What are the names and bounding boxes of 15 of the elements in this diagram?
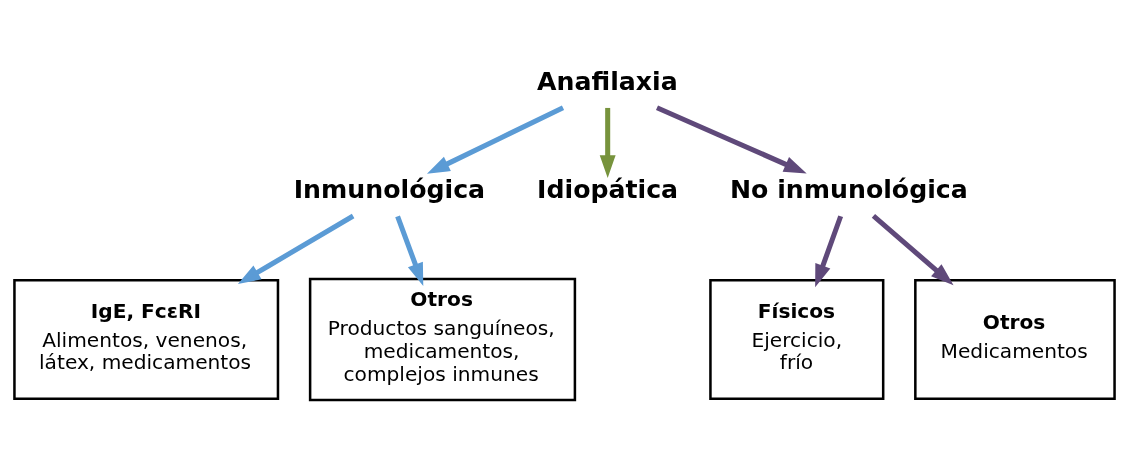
node-box: IgE, FcεRI Alimentos, venenos, látex, medicamentos <box>13 278 280 400</box>
node-text: Anafilaxia <box>537 66 678 96</box>
node-text: No inmunológica <box>729 174 968 204</box>
node-text: Inmunológica <box>293 174 486 204</box>
arrow <box>656 104 807 173</box>
arrow <box>237 213 355 284</box>
arrow <box>426 104 565 174</box>
node-box: Otros Productos sanguíneos, medicamentos, complejos inmunes <box>308 277 577 401</box>
node-box: Físicos Ejercicio, frío <box>709 278 885 400</box>
node-text: Idiopática <box>537 174 679 204</box>
arrow <box>815 214 844 287</box>
node-box: Otros Medicamentos <box>914 278 1116 400</box>
arrow <box>871 213 954 285</box>
arrow <box>395 214 424 286</box>
arrow <box>599 107 616 178</box>
